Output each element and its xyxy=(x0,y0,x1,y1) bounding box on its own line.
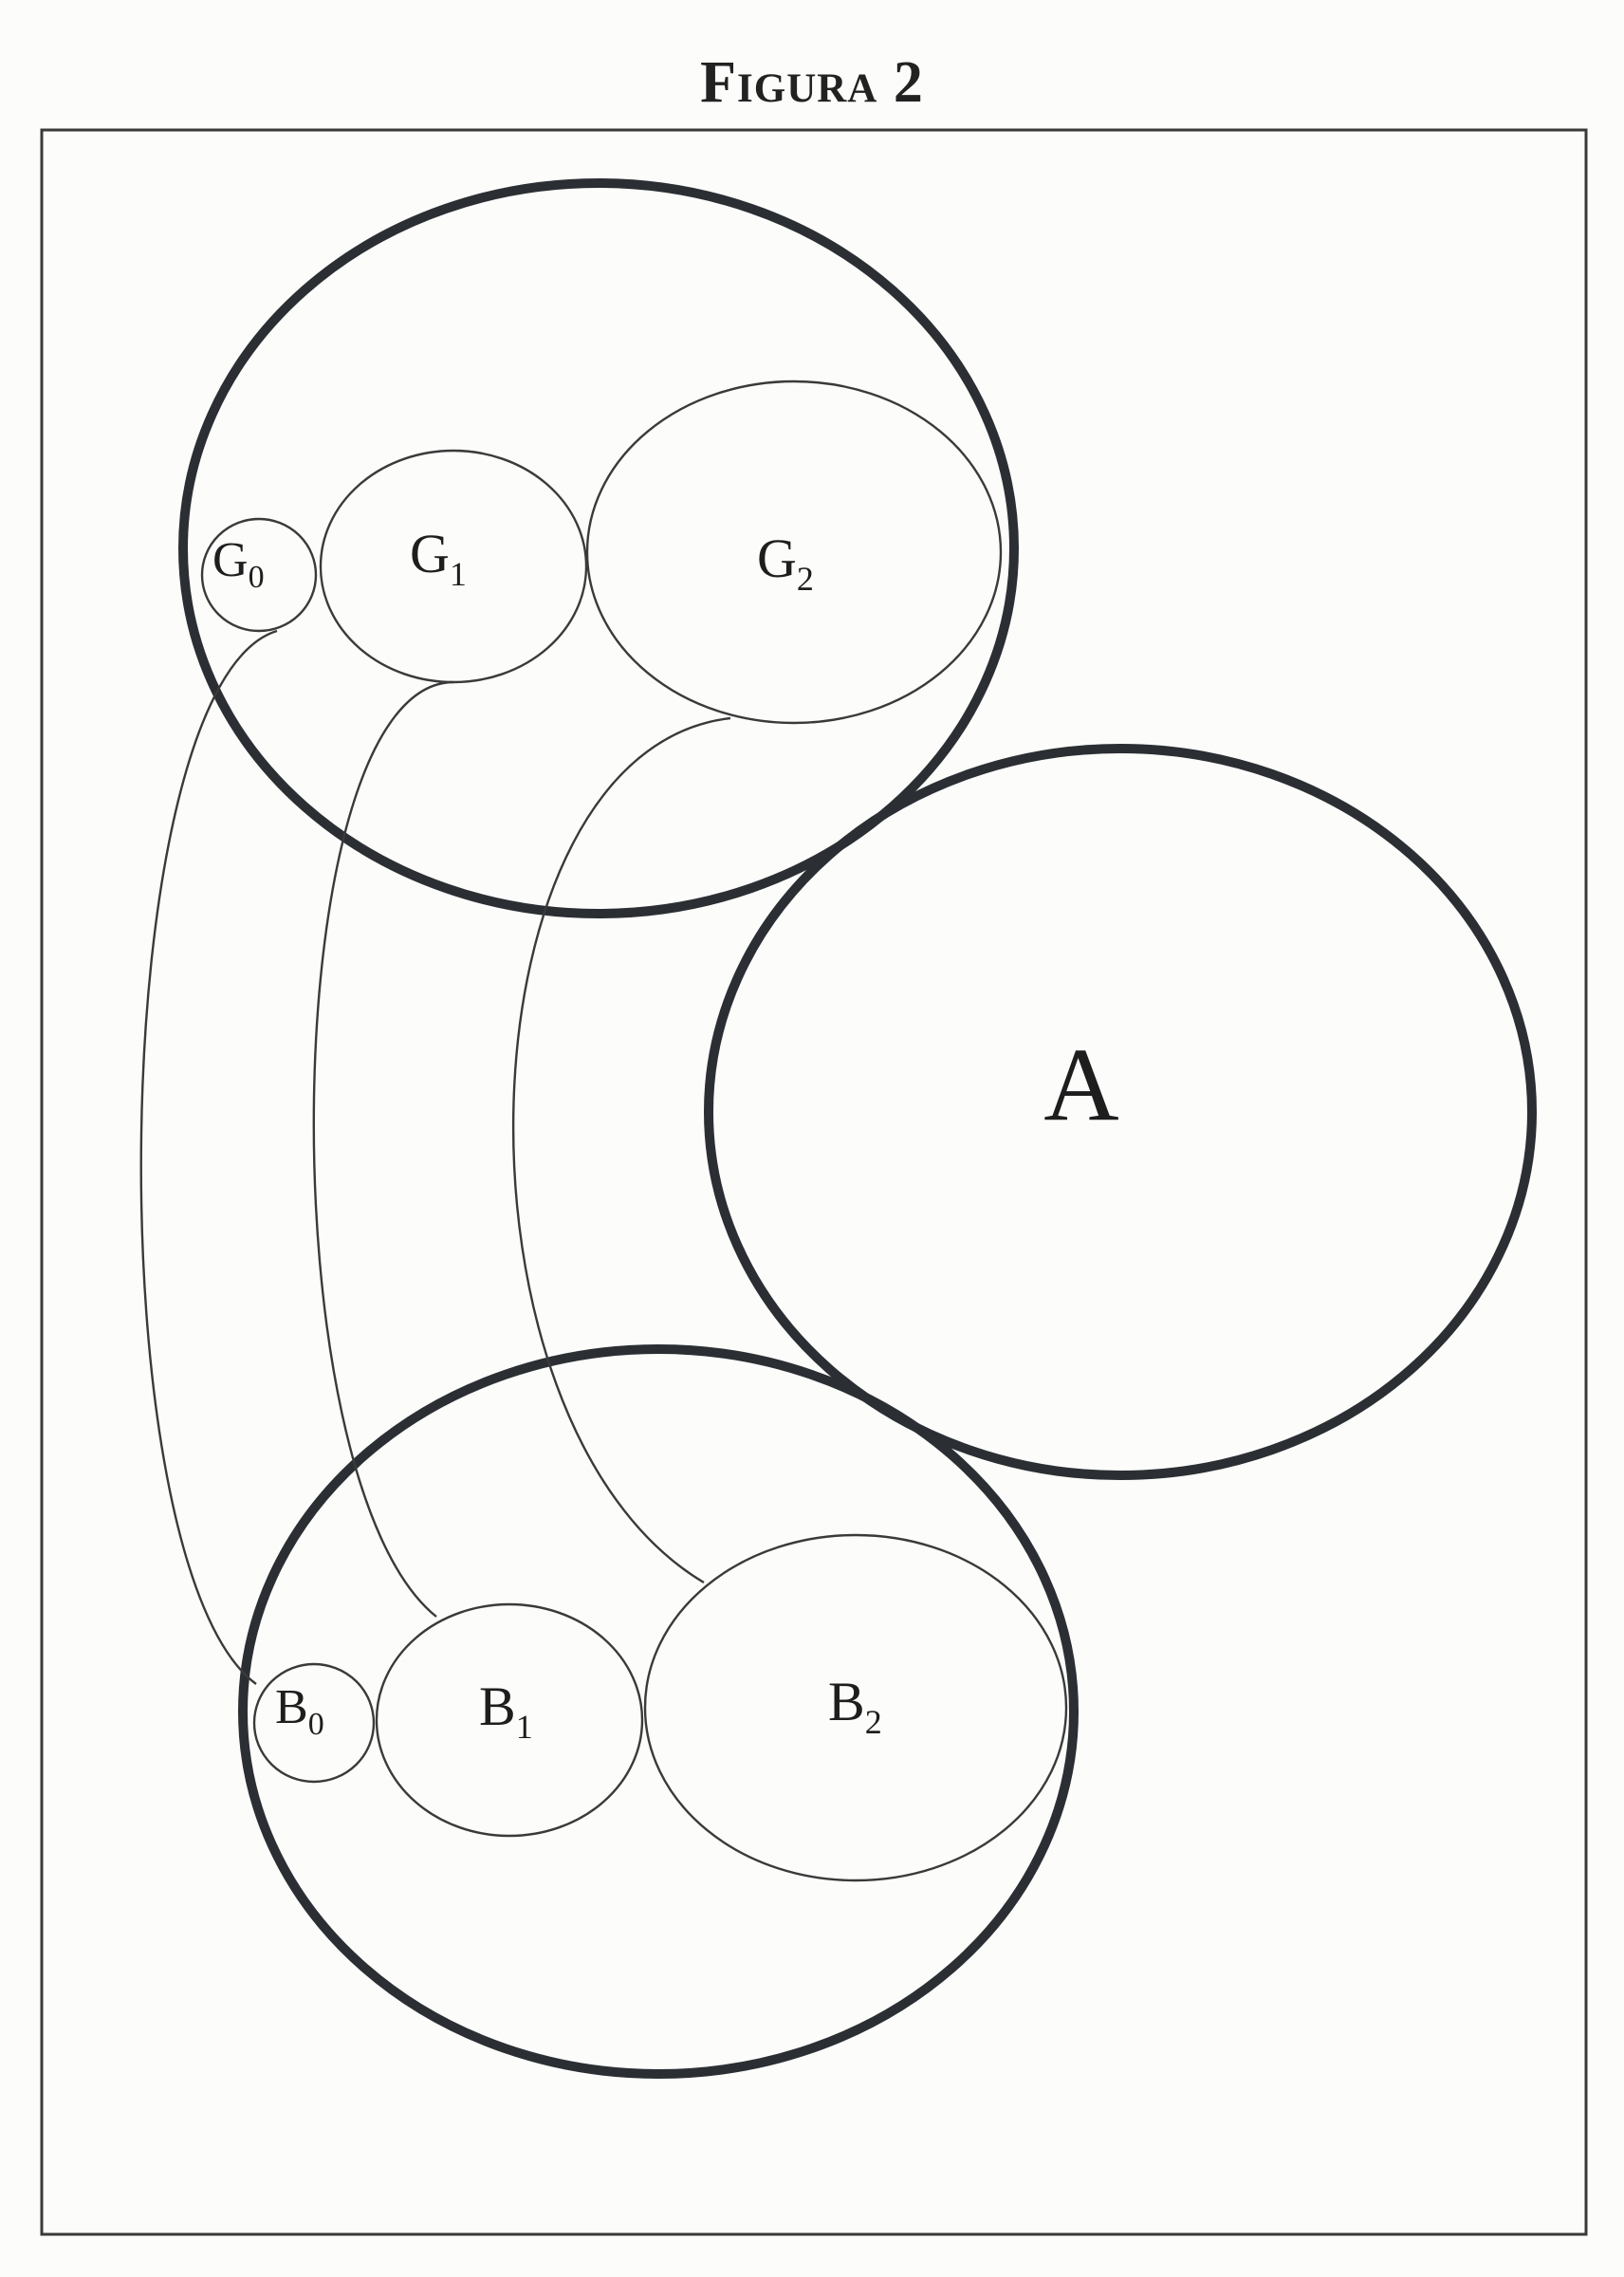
link-g1-b1 xyxy=(312,680,454,1618)
set-b0-label: B0 xyxy=(275,1680,324,1742)
set-b2-ellipse xyxy=(643,1533,1068,1882)
set-g-ellipse xyxy=(178,178,1019,918)
figure-title: Figura 2 xyxy=(700,50,924,115)
set-b2-main: B xyxy=(828,1671,865,1732)
set-b1-ellipse xyxy=(375,1602,644,1838)
set-g2-label: G2 xyxy=(757,528,814,598)
set-g0-label: G0 xyxy=(212,533,265,595)
set-g0-ellipse xyxy=(200,517,318,633)
set-b0-ellipse xyxy=(252,1662,376,1784)
set-g1-label: G1 xyxy=(410,523,467,593)
set-g1-sub: 1 xyxy=(450,555,467,593)
set-b0-sub: 0 xyxy=(308,1707,324,1742)
set-g2-main: G xyxy=(757,528,797,589)
set-a-label: A xyxy=(1043,1027,1118,1142)
link-g0-b0 xyxy=(139,629,278,1685)
set-g1-main: G xyxy=(410,523,450,584)
set-b2-sub: 2 xyxy=(865,1703,882,1741)
set-b1-label: B1 xyxy=(479,1675,533,1746)
set-b1-main: B xyxy=(479,1675,516,1737)
set-b0-main: B xyxy=(275,1680,308,1734)
set-g0-main: G xyxy=(212,533,249,587)
set-g2-sub: 2 xyxy=(797,560,814,598)
set-b-ellipse xyxy=(238,1344,1079,2079)
set-g0-sub: 0 xyxy=(249,560,265,595)
set-b1-sub: 1 xyxy=(516,1708,533,1746)
set-a-ellipse xyxy=(704,744,1537,1480)
figure-frame xyxy=(40,128,1588,2236)
set-g2-ellipse xyxy=(585,380,1003,725)
link-g2-b2 xyxy=(511,716,731,1584)
set-b2-label: B2 xyxy=(828,1671,882,1741)
